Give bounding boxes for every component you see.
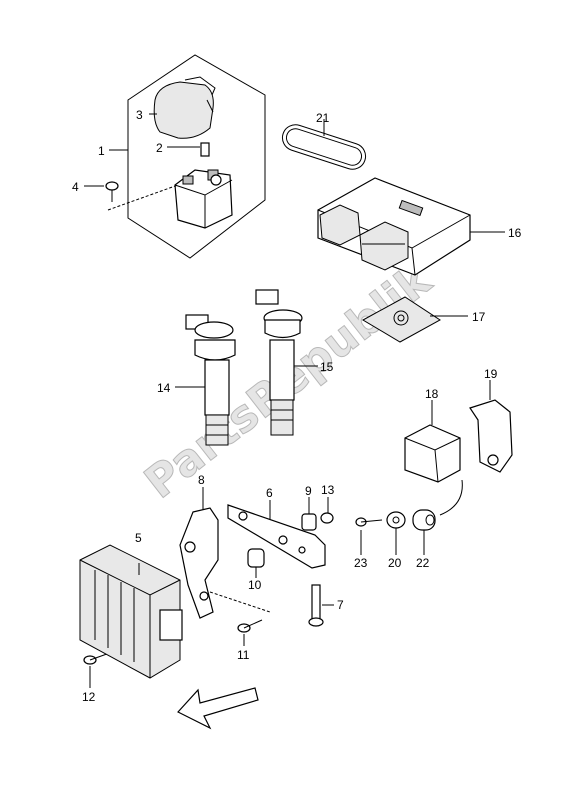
- ignition-coil-14[interactable]: [175, 314, 236, 446]
- arrow-front-icon: [177, 687, 259, 730]
- regulator-rectifier[interactable]: [79, 544, 183, 679]
- grommet-10[interactable]: [247, 548, 265, 578]
- bolt-11[interactable]: [209, 591, 271, 646]
- callout-4: 4: [72, 180, 79, 194]
- washer-22[interactable]: [412, 509, 436, 555]
- callout-9: 9: [305, 484, 312, 498]
- callout-20: 20: [388, 556, 402, 570]
- ecm-seal[interactable]: [279, 119, 369, 173]
- callout-3: 3: [136, 108, 143, 122]
- bolt-23[interactable]: [355, 517, 383, 555]
- callout-6: 6: [266, 486, 273, 500]
- relay-box-outline: [127, 54, 266, 259]
- callout-11: 11: [237, 648, 250, 662]
- callout-17: 17: [472, 310, 486, 324]
- relay-screw[interactable]: [105, 181, 179, 211]
- callout-7: 7: [337, 598, 344, 612]
- starter-relay[interactable]: [174, 169, 233, 229]
- gear-icon: [393, 310, 409, 326]
- caution-label[interactable]: [361, 296, 468, 343]
- grommet-9[interactable]: [301, 497, 317, 531]
- collar-13[interactable]: [320, 497, 334, 524]
- washer-20[interactable]: [386, 511, 406, 555]
- ecm-unit[interactable]: [317, 177, 471, 276]
- callout-5: 5: [135, 531, 142, 545]
- callout-13: 13: [321, 483, 335, 497]
- callout-23: 23: [354, 556, 368, 570]
- callout-16: 16: [508, 226, 522, 240]
- bolt-7[interactable]: [308, 584, 334, 627]
- callout-14: 14: [157, 381, 171, 395]
- callout-15: 15: [320, 360, 334, 374]
- callout-1: 1: [98, 144, 105, 158]
- callout-21: 21: [316, 111, 330, 125]
- callout-12: 12: [82, 690, 96, 704]
- bracket-8[interactable]: [179, 487, 219, 619]
- callout-2: 2: [156, 141, 163, 155]
- sensor-18[interactable]: [404, 400, 461, 483]
- relay-leader-lines: [84, 113, 200, 187]
- callout-18: 18: [425, 387, 439, 401]
- fuse[interactable]: [200, 142, 210, 157]
- ignition-coil-15[interactable]: [255, 289, 318, 436]
- callout-8: 8: [198, 473, 205, 487]
- relay-cover[interactable]: [153, 76, 216, 139]
- bracket-6[interactable]: [227, 500, 326, 569]
- callout-10: 10: [248, 578, 262, 592]
- callout-19: 19: [484, 367, 498, 381]
- callout-22: 22: [416, 556, 430, 570]
- bracket-19[interactable]: [439, 380, 513, 516]
